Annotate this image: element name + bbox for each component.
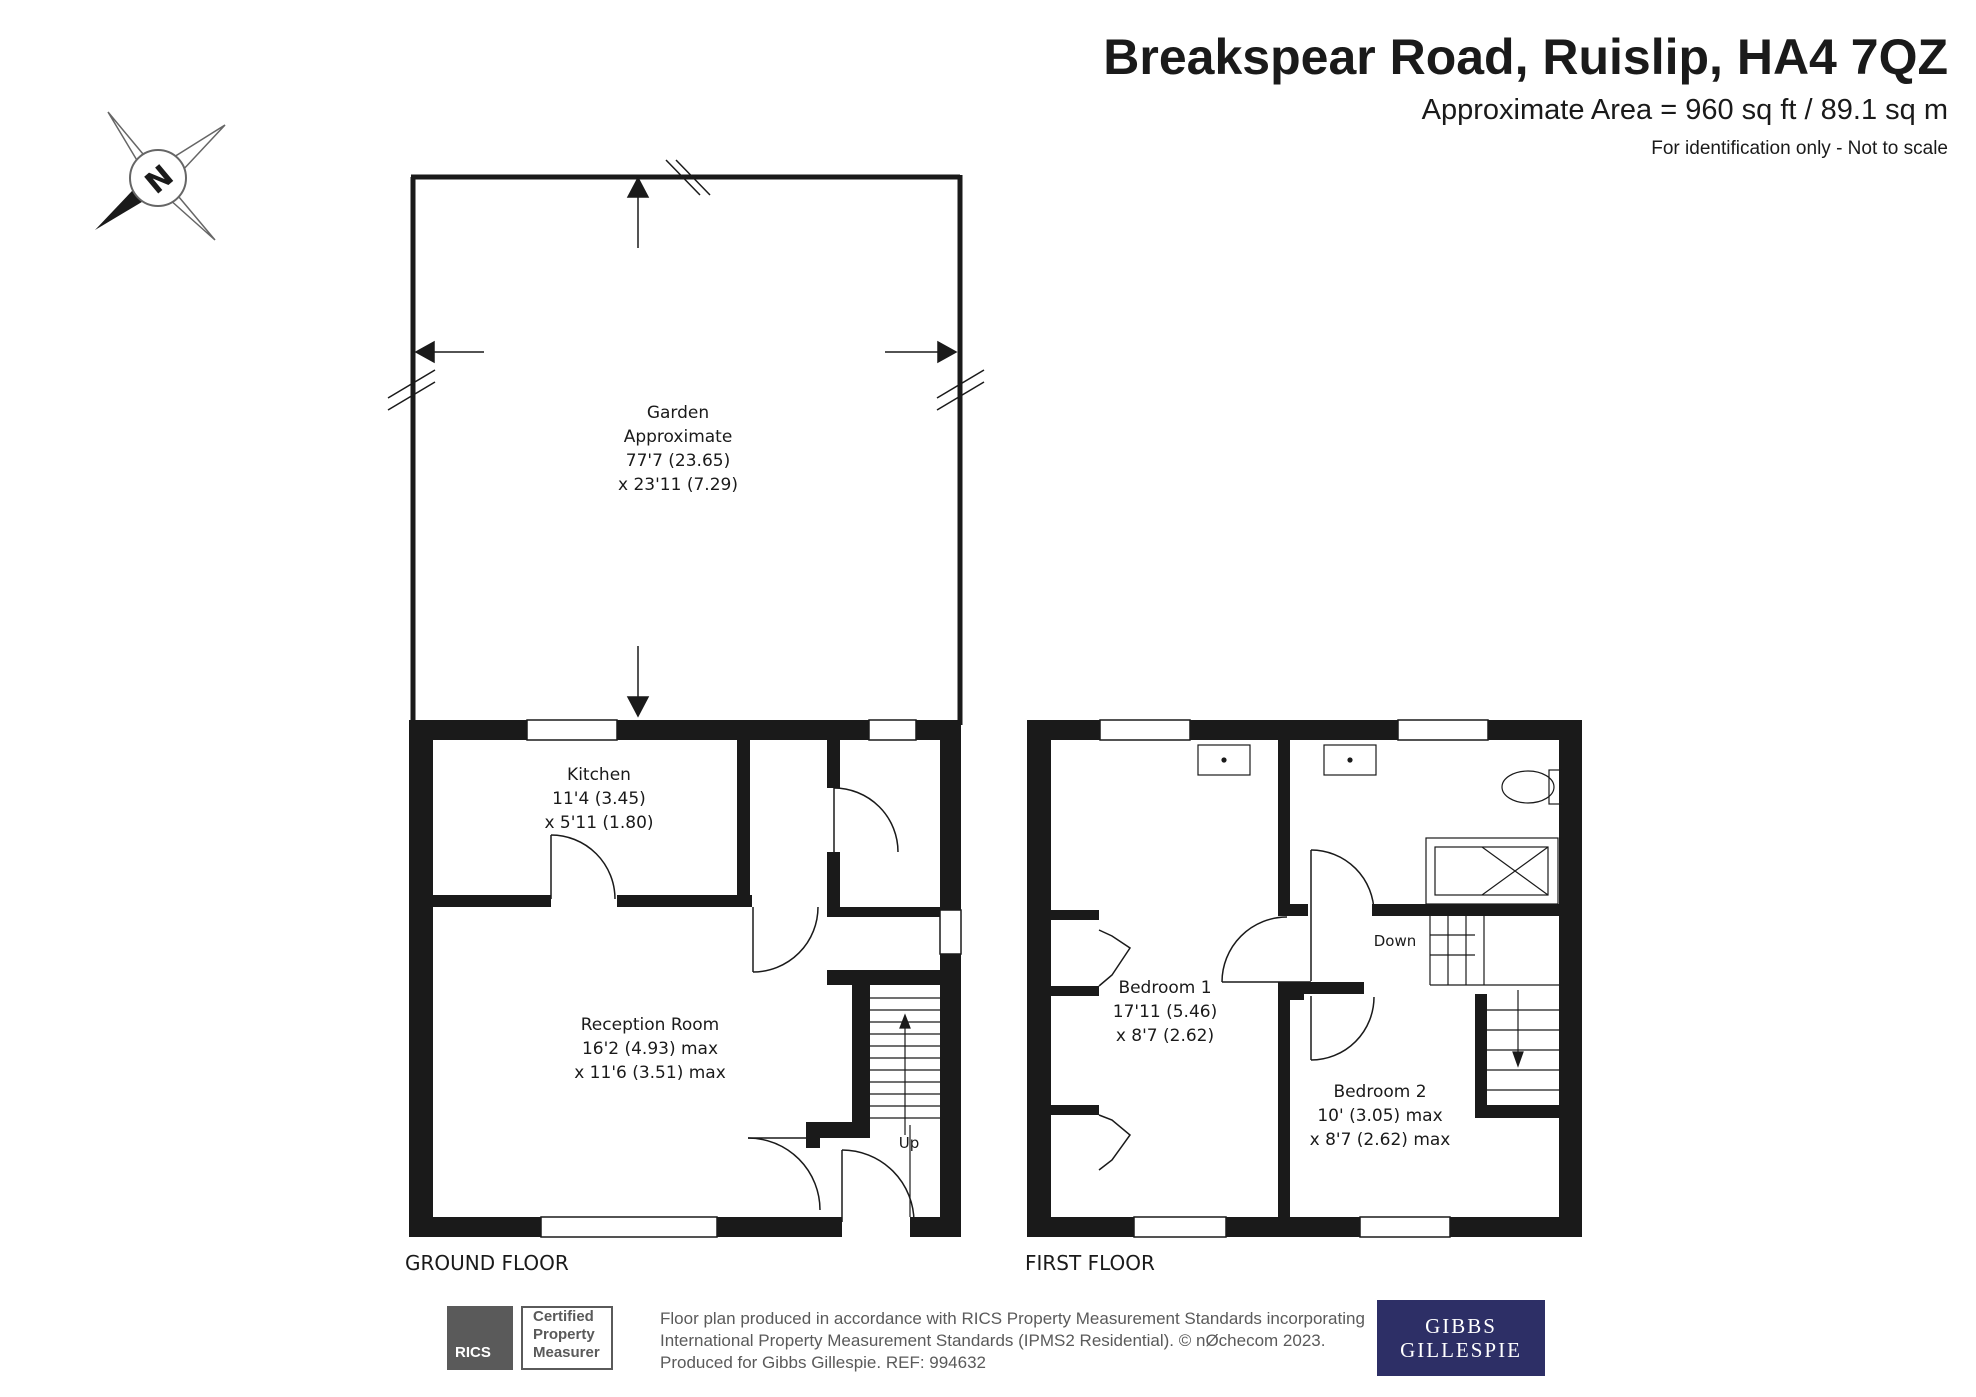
approximate-area: Approximate Area = 960 sq ft / 89.1 sq m — [1421, 94, 1948, 126]
bathroom-fixtures — [1197, 744, 1562, 905]
garden-dimension-2: x 23'11 (7.29) — [618, 475, 738, 495]
gibbs-gillespie-logo: GIBBS GILLESPIE — [1377, 1300, 1545, 1376]
bedroom-2-dimension-1: 10' (3.05) max — [1317, 1106, 1442, 1126]
ground-stairs-label: Up — [899, 1134, 920, 1152]
footer-disclaimer: Floor plan produced in accordance with R… — [660, 1308, 1380, 1374]
rics-word: RICS — [455, 1344, 491, 1361]
garden-outline — [387, 159, 985, 725]
ground-floor-walls — [409, 720, 961, 1237]
garden-dimension-1: 77'7 (23.65) — [626, 451, 730, 471]
cert-line-1: Certified — [533, 1308, 594, 1325]
page-title: Breakspear Road, Ruislip, HA4 7QZ — [1103, 29, 1948, 85]
first-stairs-label: Down — [1374, 932, 1417, 950]
footer-line-1: Floor plan produced in accordance with R… — [660, 1309, 1365, 1328]
bedroom-1-dimension-2: x 8'7 (2.62) — [1116, 1026, 1214, 1046]
cert-line-2: Property — [533, 1326, 595, 1343]
bedroom-1-dimension-1: 17'11 (5.46) — [1113, 1002, 1217, 1022]
kitchen-dimension-2: x 5'11 (1.80) — [544, 813, 653, 833]
rics-logo: RICS Certified Property Measurer — [447, 1306, 613, 1370]
footer-line-3: Produced for Gibbs Gillespie. REF: 99463… — [660, 1353, 987, 1372]
reception-dimension-2: x 11'6 (3.51) max — [574, 1063, 726, 1083]
garden-dimension-arrows — [414, 176, 958, 718]
cert-line-3: Measurer — [533, 1344, 600, 1361]
ground-floor-doors — [550, 787, 915, 1223]
garden-label-2: Approximate — [624, 427, 733, 447]
bedroom-2-dimension-2: x 8'7 (2.62) max — [1310, 1130, 1451, 1150]
rics-badge: RICS — [447, 1306, 513, 1370]
first-floor-stairs — [1429, 916, 1559, 1091]
bedroom-1-label: Bedroom 1 — [1118, 978, 1211, 998]
footer-line-2: International Property Measurement Stand… — [660, 1331, 1326, 1350]
first-floor-windows — [1099, 719, 1489, 1238]
brand-line-1: GIBBS — [1425, 1314, 1497, 1338]
compass-icon: N — [95, 111, 226, 241]
first-floor-walls — [1027, 720, 1582, 1237]
bedroom-2-label: Bedroom 2 — [1333, 1082, 1426, 1102]
ground-floor-stairs — [870, 997, 940, 1217]
kitchen-label: Kitchen — [567, 765, 631, 785]
garden-label: Garden — [647, 403, 709, 423]
first-floor-doors — [1098, 849, 1375, 1171]
brand-line-2: GILLESPIE — [1400, 1338, 1522, 1362]
reception-label: Reception Room — [581, 1015, 719, 1035]
reception-dimension-1: 16'2 (4.93) max — [582, 1039, 718, 1059]
certified-measurer-box: Certified Property Measurer — [521, 1306, 613, 1370]
first-floor-label: FIRST FLOOR — [1025, 1251, 1155, 1275]
ground-floor-label: GROUND FLOOR — [405, 1251, 569, 1275]
ground-floor-windows — [526, 719, 962, 1238]
scale-note: For identification only - Not to scale — [1651, 138, 1948, 159]
kitchen-dimension-1: 11'4 (3.45) — [552, 789, 646, 809]
